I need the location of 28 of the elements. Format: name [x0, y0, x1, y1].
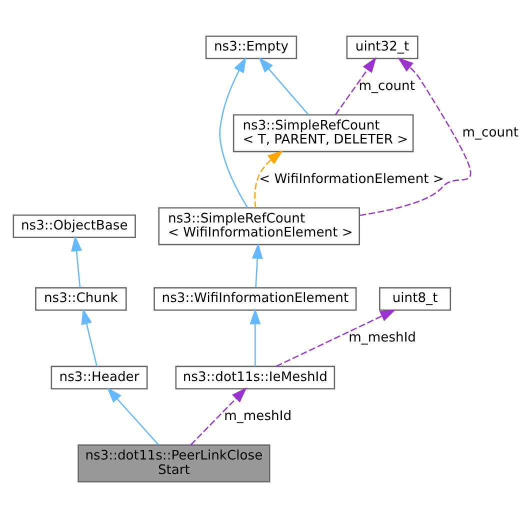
arrow	[254, 150, 284, 208]
arrow	[276, 308, 396, 366]
node-box: uint32_t	[346, 35, 418, 59]
node-box: ns3::Empty	[205, 35, 298, 59]
arrow	[252, 242, 263, 287]
node-box: ns3::Chunk	[35, 286, 127, 310]
edge-label: < WifiInformationElement >	[259, 172, 444, 186]
arrow	[258, 56, 309, 115]
arrow	[190, 386, 247, 445]
node-box: uint8_t	[379, 286, 452, 310]
node-box: ns3::SimpleRefCount < WifiInformationElement >	[158, 206, 360, 245]
node-box: ns3::dot11s::PeerLinkClose Start	[78, 444, 270, 482]
arrow	[250, 308, 261, 366]
node-box: ns3::dot11s::IeMeshId	[175, 365, 336, 389]
node-box: ns3::SimpleRefCount < T, PARENT, DELETER >	[232, 114, 414, 152]
edge-label: m_meshId	[348, 330, 416, 346]
arrow	[71, 235, 82, 287]
arrow	[359, 57, 472, 216]
edge-label: m_count	[358, 78, 416, 94]
node-box: ns3::Header	[50, 365, 148, 389]
edge-label: m_meshId	[224, 408, 292, 424]
arrow	[81, 308, 98, 366]
arrow	[106, 386, 159, 445]
node-box: ns3::WifiInformationElement	[154, 286, 357, 310]
edge-label: m_count	[462, 124, 519, 140]
node-box: ns3::ObjectBase	[12, 214, 136, 238]
arrow	[335, 56, 376, 115]
arrow	[219, 56, 248, 208]
